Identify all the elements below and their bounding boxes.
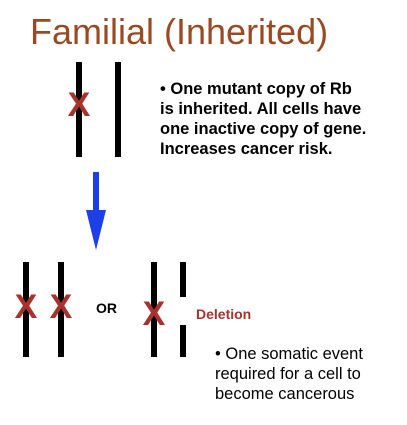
mutation-mark-bottom-3: X (143, 295, 166, 333)
mutation-mark-top: X (68, 86, 91, 124)
arrow-head (86, 210, 106, 250)
chromosome-bottom-left-2 (58, 262, 64, 357)
inherited-description: • One mutant copy of Rb is inherited. Al… (160, 80, 367, 158)
chromosome-top-mutant (76, 62, 82, 157)
somatic-event-description: • One somatic event required for a cell … (215, 345, 363, 403)
chromosome-deletion-upper (180, 262, 186, 297)
or-label: OR (96, 300, 117, 316)
chromosome-top-normal (115, 62, 121, 157)
arrow-shaft (93, 172, 99, 212)
chromosome-bottom-right-mutant (151, 262, 157, 357)
chromosome-deletion-lower (180, 325, 186, 357)
page-title: Familial (Inherited) (30, 11, 329, 52)
mutation-mark-bottom-2: X (50, 288, 73, 326)
chromosome-bottom-left-1 (23, 262, 29, 357)
mutation-mark-bottom-1: X (15, 288, 38, 326)
deletion-label: Deletion (196, 306, 252, 322)
